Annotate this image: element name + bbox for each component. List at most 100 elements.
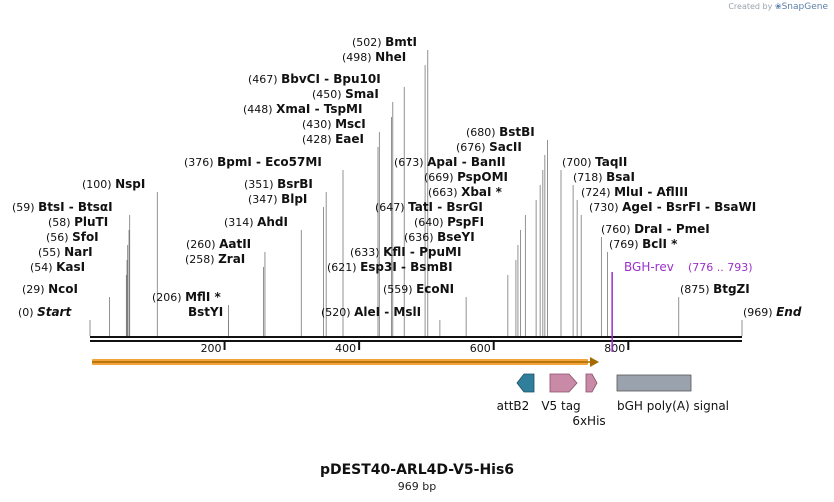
primer-name: BGH-rev [624,260,674,274]
site-label: (663) XbaI * [428,185,503,199]
site-label: (676) SacII [456,140,522,154]
site-label: (724) MluI - AflIII [581,185,688,199]
site-name: ZraI [218,252,245,266]
site-label: (54) KasI [30,260,85,274]
site-position: (724) [581,186,614,199]
site-name: XbaI * [461,185,503,199]
site-label: (498) NheI [342,50,406,64]
site-name: AatII [219,237,251,251]
site-position: (502) [352,36,385,49]
site-name: BstYI [188,305,223,319]
scale-tick-label: 600 [470,342,491,355]
site-name: SacII [489,140,522,154]
site-position: (680) [466,126,499,139]
site-label: (450) SmaI [312,87,379,101]
site-position: (559) [383,283,416,296]
site-position: (718) [573,171,606,184]
site-name: SfoI [72,230,99,244]
site-label: (969) End [743,305,802,319]
site-name: AhdI [257,215,288,229]
site-position: (636) [404,231,437,244]
site-position: (498) [342,51,375,64]
site-label: (58) PluTI [48,215,108,229]
site-name: TatI - BsrGI [408,200,483,214]
site-label: (760) DraI - PmeI [601,222,710,236]
site-position: (29) [22,283,48,296]
orf-arrowhead [590,357,599,367]
feature-6xhis-arrow [585,373,598,393]
feature-v5-tag-label: V5 tag [541,399,580,413]
site-position: (633) [350,246,383,259]
site-name: BbvCI - Bpu10I [281,72,381,86]
site-position: (314) [224,216,257,229]
site-name: Start [37,305,72,319]
site-position: (640) [414,216,447,229]
site-name: MflI * [185,290,221,304]
site-label: (640) PspFI [414,215,484,229]
site-label: (100) NspI [82,177,145,191]
site-name: EcoNI [416,282,454,296]
site-label: (673) ApaI - BanII [394,155,506,169]
site-position: (376) [184,156,217,169]
site-label: (351) BsrBI [244,177,313,191]
site-label: (56) SfoI [46,230,99,244]
site-position: (769) [609,238,642,251]
site-position: (428) [302,133,335,146]
site-name: NcoI [48,282,78,296]
site-name: BmtI [385,35,417,49]
site-name: BpmI - Eco57MI [217,155,322,169]
site-name: KflI - PpuMI [383,245,461,259]
scale-tick-label: 800 [604,342,625,355]
site-name: AleI - MslI [354,305,421,319]
feature-v5-tag-arrow [549,373,578,393]
site-position: (351) [244,178,277,191]
scale-tick-label: 200 [201,342,222,355]
site-label: (55) NarI [38,245,93,259]
site-position: (467) [248,73,281,86]
site-label: (700) TaqII [562,155,627,169]
site-name: AgeI - BsrFI - BsaWI [622,200,756,214]
site-name: ApaI - BanII [427,155,506,169]
site-name: End [776,305,802,319]
site-label: (769) BclI * [609,237,678,251]
site-name: KasI [56,260,85,274]
site-name: TaqII [595,155,627,169]
site-name: Esp3I - BsmBI [360,260,452,274]
primer-range: (776 .. 793) [688,261,753,274]
site-name: XmaI - TspMI [276,102,362,116]
site-position: (448) [243,103,276,116]
site-label: (428) EaeI [302,132,364,146]
feature-6xhis-label: 6xHis [572,414,605,428]
site-name: NheI [375,50,406,64]
site-position: (0) [18,306,37,319]
credit-prefix: Created by [728,2,773,11]
site-name: BtgZI [713,282,750,296]
site-name: NarI [64,245,93,259]
site-position: (730) [589,201,622,214]
site-label: (314) AhdI [224,215,288,229]
site-position: (430) [302,118,335,131]
site-name: BsrBI [277,177,313,191]
site-label: (59) BtsI - BtsαI [12,200,113,214]
site-position: (760) [601,223,634,236]
site-name: DraI - PmeI [634,222,710,236]
site-label: (376) BpmI - Eco57MI [184,155,322,169]
site-name: EaeI [335,132,364,146]
site-position: (621) [327,261,360,274]
site-label: (29) NcoI [22,282,78,296]
site-position: (347) [248,193,281,206]
site-name: NspI [115,177,145,191]
credit-brand: SnapGene [781,2,828,12]
feature-attb2-label: attB2 [497,399,530,413]
site-label: (0) Start [18,305,72,319]
site-label: (621) Esp3I - BsmBI [327,260,453,274]
site-name: SmaI [345,87,379,101]
site-label: (718) BsaI [573,170,635,184]
site-name: BstBI [499,125,535,139]
feature-bgh-polya-label: bGH poly(A) signal [617,399,729,413]
site-label: (636) BseYI [404,230,475,244]
map-subtitle: 969 bp [397,480,437,493]
site-label: (680) BstBI [466,125,535,139]
site-label: (448) XmaI - TspMI [243,102,362,116]
